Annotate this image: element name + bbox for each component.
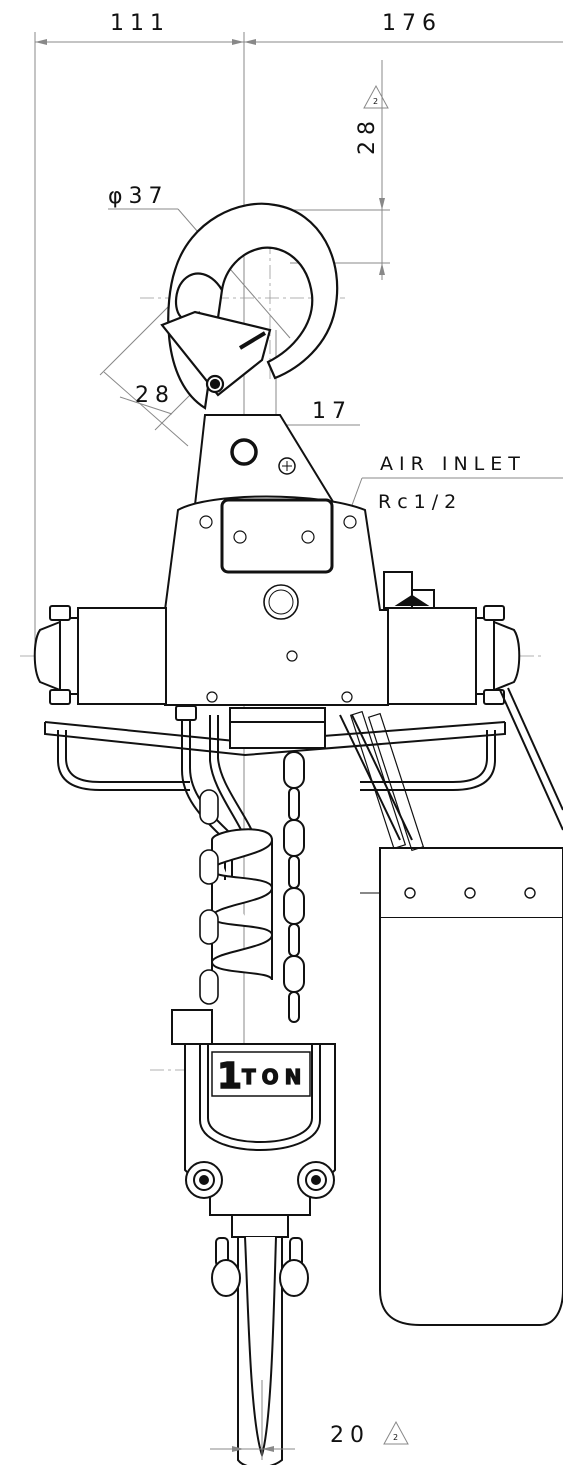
bottom-offset-dimension	[210, 1380, 295, 1460]
bottom-block	[171, 1009, 336, 1216]
right-width-label: 176	[382, 11, 442, 36]
main-body	[164, 495, 389, 706]
hook-throat-dimension	[108, 208, 291, 339]
top-bracket	[193, 414, 337, 506]
top-offset-label: 28	[355, 115, 380, 155]
top-hook	[160, 202, 339, 410]
load-chain	[283, 751, 305, 1023]
svg-text:2: 2	[393, 1433, 404, 1442]
handle-frame	[44, 707, 506, 791]
coil-spring	[210, 828, 274, 981]
hook-throat-label: φ37	[108, 184, 169, 209]
capacity-number: 1	[217, 1056, 248, 1097]
slack-chain	[199, 789, 219, 1005]
svg-text:2: 2	[373, 97, 384, 106]
hook-offset-label: 17	[312, 399, 352, 424]
thread-spec-label: Rc1/2	[378, 491, 462, 513]
air-inlet-label: AIR INLET	[380, 453, 526, 475]
latch-opening-label: 28	[135, 383, 175, 408]
right-motor	[383, 571, 521, 705]
revision-triangle-top: 2	[363, 84, 389, 109]
left-width-label: 111	[110, 11, 170, 36]
capacity-badge: 1 TON	[211, 1051, 311, 1098]
revision-triangle-bottom: 2	[383, 1420, 409, 1445]
bottom-offset-label: 20	[330, 1423, 370, 1448]
bottom-hook	[211, 1214, 309, 1465]
capacity-unit: TON	[242, 1065, 307, 1089]
left-motor	[33, 605, 167, 705]
chain-bucket	[339, 687, 563, 1326]
